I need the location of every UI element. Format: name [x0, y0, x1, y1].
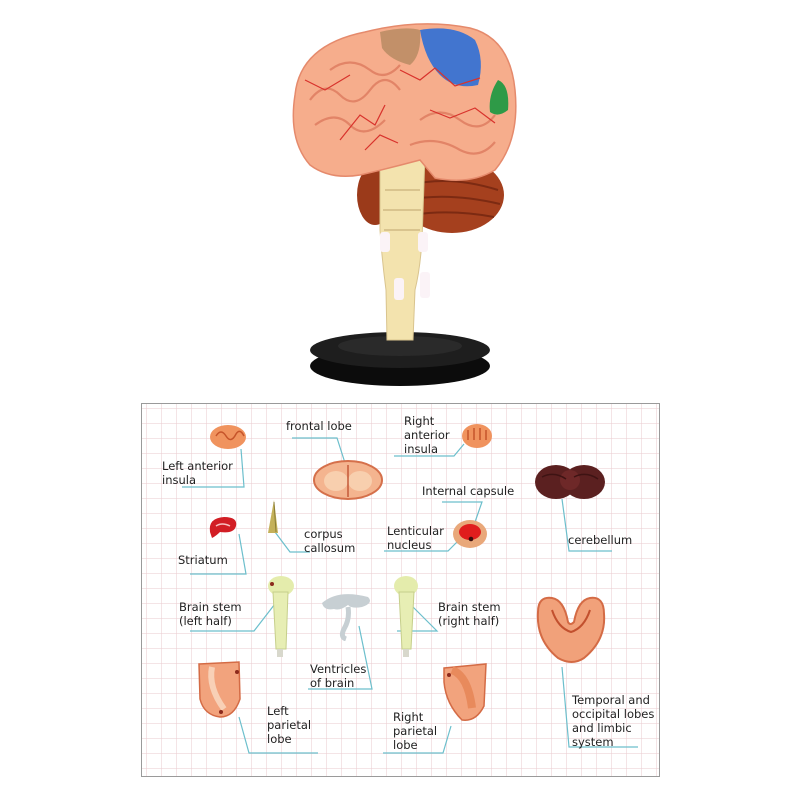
cerebellum-part [535, 465, 605, 499]
brain-model-image [292, 23, 517, 386]
brain-stem-right-part [394, 576, 418, 657]
label-internal-capsule: Internal capsule [422, 484, 515, 498]
label-striatum: Striatum [178, 553, 228, 567]
brain-stem-left-part [268, 576, 294, 657]
label-temporal-occipital-limbic: Temporal and occipital lobes and limbic … [572, 693, 655, 749]
label-cerebellum: cerebellum [568, 533, 633, 547]
temporal-occipital-limbic-part [536, 596, 606, 663]
left-parietal-lobe-part [198, 661, 241, 718]
green-region [489, 80, 509, 115]
label-right-parietal-lobe: Right parietal lobe [393, 710, 438, 752]
ventricles-part [322, 594, 370, 641]
parts-diagram-panel: Left anterior insula frontal lobe Right … [141, 403, 660, 777]
right-parietal-lobe-part [443, 663, 487, 721]
blue-region [420, 28, 481, 87]
striatum-part [209, 517, 237, 538]
label-lenticular-nucleus: Lenticular nucleus [387, 524, 444, 552]
label-left-parietal-lobe: Left parietal lobe [267, 704, 312, 746]
corpus-callosum-part [268, 500, 278, 533]
lenticular-nucleus-part [453, 520, 487, 548]
label-frontal-lobe: frontal lobe [286, 419, 352, 433]
label-ventricles: Ventricles of brain [310, 662, 367, 690]
label-brain-stem-right: Brain stem (right half) [438, 600, 501, 628]
label-brain-stem-left: Brain stem (left half) [179, 600, 242, 628]
frontal-lobe-part [313, 460, 383, 500]
label-left-anterior-insula: Left anterior insula [162, 459, 233, 487]
right-anterior-insula-part [462, 424, 492, 448]
label-right-anterior-insula: Right anterior insula [404, 414, 450, 456]
label-corpus-callosum: corpus callosum [304, 527, 356, 555]
left-anterior-insula-part [210, 425, 246, 449]
